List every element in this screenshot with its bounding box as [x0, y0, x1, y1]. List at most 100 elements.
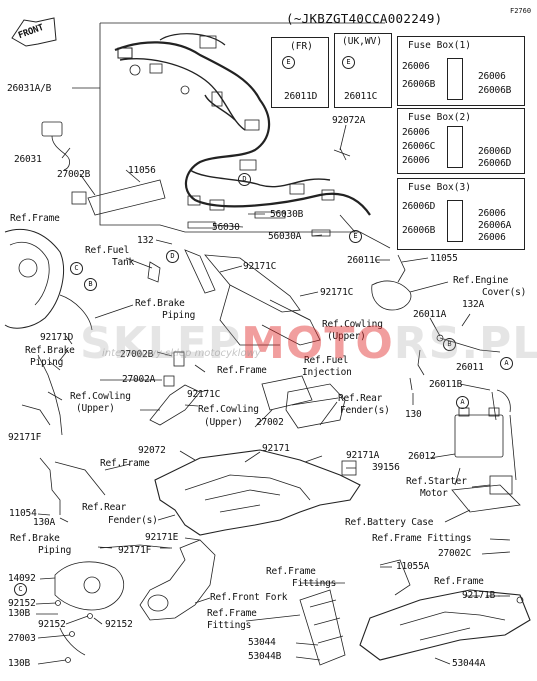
ref-brake-piping-bot-line1: Ref.Brake — [10, 533, 60, 544]
part-11056: 11056 — [128, 165, 156, 176]
ref-brake-piping-left-line1: Ref.Brake — [25, 345, 75, 356]
callout-a-battery: A — [456, 396, 469, 409]
part-92171c-c: 92171C — [187, 389, 221, 400]
part-92171a: 92171A — [346, 450, 380, 461]
fuse-block-2-icon — [447, 126, 463, 168]
fuse-box-3-right-3: 26006 — [478, 232, 506, 243]
ref-frame-fittings-1: Ref.Frame Fittings — [372, 533, 472, 544]
callout-e-fr: E — [282, 56, 295, 69]
ref-engine-cover-line2: Cover(s) — [482, 287, 527, 298]
fuse-box-1-left-1: 26006 — [402, 61, 430, 72]
ref-frame-fittings-3-line1: Ref.Frame — [207, 608, 257, 619]
callout-a-right: A — [500, 357, 513, 370]
variant-box-fr — [271, 37, 329, 108]
ref-battery-case: Ref.Battery Case — [345, 517, 434, 528]
part-14092: 14092 — [8, 573, 36, 584]
part-56030: 56030 — [212, 222, 240, 233]
part-92072a: 92072A — [332, 115, 366, 126]
part-26011c-main: 26011C — [347, 255, 381, 266]
ref-fuel-injection-line2: Injection — [302, 367, 352, 378]
ref-starter-motor-line2: Motor — [420, 488, 448, 499]
part-92171e: 92171E — [145, 532, 179, 543]
ref-cowling-upper-1-line1: Ref.Cowling — [322, 319, 383, 330]
part-26011: 26011 — [456, 362, 484, 373]
part-26011a: 26011A — [413, 309, 447, 320]
figure-code: F2760 — [510, 7, 532, 15]
part-53044a: 53044A — [452, 658, 486, 669]
callout-b-right: B — [443, 338, 456, 351]
variant-box-fr-title: (FR) — [290, 41, 313, 52]
fuse-box-1-right-2: 26006B — [478, 85, 512, 96]
watermark-tagline: internetowy sklep motocyklowy — [102, 348, 261, 359]
variant-box-fr-part: 26011D — [284, 91, 318, 102]
ref-frame-fittings-2-line1: Ref.Frame — [266, 566, 316, 577]
fuse-box-3-right-2: 26006A — [478, 220, 512, 231]
ref-frame-4: Ref.Frame — [434, 576, 484, 587]
fuse-box-2-left-3: 26006 — [402, 155, 430, 166]
variant-box-uk — [334, 33, 392, 108]
fuse-box-3-title: Fuse Box(3) — [408, 182, 471, 193]
part-92171f-b: 92171F — [118, 545, 152, 556]
part-92152-a: 92152 — [8, 598, 36, 609]
part-130a: 130A — [33, 517, 56, 528]
part-27002a: 27002A — [122, 374, 156, 385]
fuse-box-2 — [397, 108, 525, 174]
part-92171b: 92171B — [462, 590, 496, 601]
variant-box-uk-title: (UK,WV) — [342, 36, 383, 47]
fuse-box-2-right-2: 26006D — [478, 158, 512, 169]
fuse-block-1-icon — [447, 58, 463, 100]
part-92152-c: 92152 — [105, 619, 133, 630]
ref-cowling-upper-3-line2: (Upper) — [204, 417, 243, 428]
fuse-box-1 — [397, 36, 525, 106]
ref-brake-piping-top-line1: Ref.Brake — [135, 298, 185, 309]
part-26031: 26031 — [14, 154, 42, 165]
ref-cowling-upper-1-line2: (Upper) — [327, 331, 366, 342]
callout-e-harness: E — [349, 230, 362, 243]
fuse-box-3-right-1: 26006 — [478, 208, 506, 219]
part-27002c: 27002C — [438, 548, 472, 559]
callout-d-tank: D — [166, 250, 179, 263]
part-92171c-b: 92171C — [320, 287, 354, 298]
ref-frame-3: Ref.Frame — [100, 458, 150, 469]
ref-fuel-injection-line1: Ref.Fuel — [304, 355, 349, 366]
ref-frame-fittings-2-line2: Fittings — [292, 578, 337, 589]
ref-frame-fittings-3-line2: Fittings — [207, 620, 252, 631]
fuse-box-2-left-2: 26006C — [402, 141, 436, 152]
part-92171c-a: 92171C — [243, 261, 277, 272]
part-56030b: 56030B — [270, 209, 304, 220]
ref-fuel-tank-line1: Ref.Fuel — [85, 245, 130, 256]
fuse-box-2-right-1: 26006D — [478, 146, 512, 157]
part-130b-b: 130B — [8, 658, 31, 669]
part-130: 130 — [405, 409, 422, 420]
ref-frame-2: Ref.Frame — [217, 365, 267, 376]
fuse-box-1-left-2: 26006B — [402, 79, 436, 90]
variant-box-uk-part: 26011C — [344, 91, 378, 102]
part-92072: 92072 — [138, 445, 166, 456]
fuse-box-2-title: Fuse Box(2) — [408, 112, 471, 123]
front-arrow-icon — [11, 17, 57, 47]
part-132: 132 — [137, 235, 154, 246]
part-92171: 92171 — [262, 443, 290, 454]
model-code-header: (~JKBZGT40CCA002249) — [286, 11, 443, 26]
ref-rear-fender-2-line1: Ref.Rear — [82, 502, 127, 513]
callout-b-frame: B — [84, 278, 97, 291]
part-92152-b: 92152 — [38, 619, 66, 630]
ref-rear-fender-1-line2: Fender(s) — [340, 405, 390, 416]
part-26011b: 26011B — [429, 379, 463, 390]
ref-cowling-upper-2-line2: (Upper) — [76, 403, 115, 414]
fuse-block-3-icon — [447, 200, 463, 242]
part-27003: 27003 — [8, 633, 36, 644]
fuse-box-1-title: Fuse Box(1) — [408, 40, 471, 51]
part-11055: 11055 — [430, 253, 458, 264]
ref-brake-piping-left-line2: Piping — [30, 357, 64, 368]
part-53044: 53044 — [248, 637, 276, 648]
part-92171d: 92171D — [40, 332, 74, 343]
ref-brake-piping-top-line2: Piping — [162, 310, 196, 321]
part-132a: 132A — [462, 299, 485, 310]
ref-rear-fender-2-line2: Fender(s) — [108, 515, 158, 526]
part-53044b: 53044B — [248, 651, 282, 662]
ref-cowling-upper-2-line1: Ref.Cowling — [70, 391, 131, 402]
fuse-box-3-left-2: 26006B — [402, 225, 436, 236]
callout-c-bottom: C — [14, 583, 27, 596]
